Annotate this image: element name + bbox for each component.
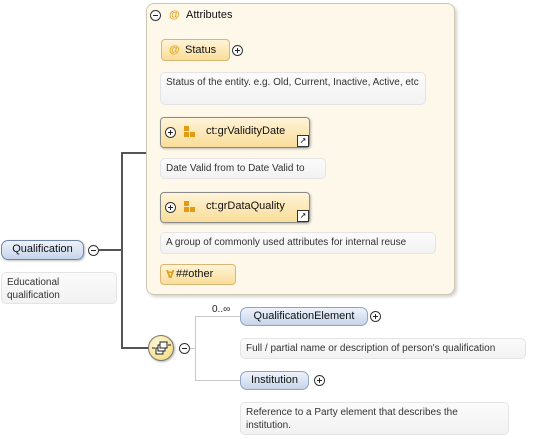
- attribute-status[interactable]: @ Status: [161, 39, 230, 61]
- expand-icon[interactable]: [232, 45, 243, 56]
- connector-seq-elem2: [195, 380, 240, 381]
- connector-to-sequence: [121, 347, 149, 349]
- sequence-compositor-icon[interactable]: [148, 335, 174, 361]
- at-icon: @: [169, 9, 180, 21]
- collapse-icon[interactable]: [88, 245, 99, 256]
- root-element-qualification[interactable]: Qualification: [1, 240, 84, 260]
- reference-arrow-icon: ↗: [297, 135, 309, 147]
- attribute-group-quality-label: ct:grDataQuality: [206, 200, 285, 212]
- attributes-title: Attributes: [186, 9, 233, 21]
- root-documentation: Educational qualification: [1, 272, 117, 304]
- attribute-group-squares-icon: [184, 126, 196, 137]
- expand-icon[interactable]: [314, 375, 325, 386]
- any-attribute-label: ##other: [176, 268, 214, 280]
- element-qualification-element-doc: Full / partial name or description of pe…: [240, 338, 526, 359]
- connector-seq-out: [190, 348, 196, 349]
- connector-trunk: [121, 152, 123, 348]
- attribute-group-squares-icon: [184, 201, 196, 212]
- element-qualification-element[interactable]: QualificationElement: [240, 307, 368, 326]
- collapse-icon[interactable]: [179, 343, 190, 354]
- reference-arrow-icon: ↗: [297, 210, 309, 222]
- sequence-cardinality: 0..∞: [212, 304, 231, 315]
- connector-to-attributes: [121, 152, 147, 154]
- expand-icon[interactable]: [370, 311, 381, 322]
- attribute-group-validity-doc: Date Valid from to Date Valid to: [160, 158, 326, 179]
- attribute-status-label: Status: [185, 44, 217, 56]
- any-attribute-icon: ∀: [166, 269, 175, 281]
- attribute-group-validity-date[interactable]: ct:grValidityDate ↗: [160, 117, 310, 148]
- element-institution-doc: Reference to a Party element that descri…: [240, 402, 509, 435]
- at-icon: @: [169, 44, 180, 56]
- any-attribute-other[interactable]: ∀ ##other: [160, 264, 236, 285]
- connector-root: [99, 249, 122, 251]
- expand-icon[interactable]: [165, 202, 176, 213]
- collapse-icon[interactable]: [150, 10, 161, 21]
- connector-seq-branch: [195, 316, 196, 381]
- expand-icon[interactable]: [165, 127, 176, 138]
- attribute-status-doc: Status of the entity. e.g. Old, Current,…: [160, 72, 426, 105]
- attribute-group-data-quality[interactable]: ct:grDataQuality ↗: [160, 192, 310, 223]
- element-institution[interactable]: Institution: [240, 371, 309, 390]
- attribute-group-validity-label: ct:grValidityDate: [206, 125, 286, 137]
- attribute-group-quality-doc: A group of commonly used attributes for …: [160, 232, 436, 254]
- connector-seq-elem1: [195, 316, 240, 317]
